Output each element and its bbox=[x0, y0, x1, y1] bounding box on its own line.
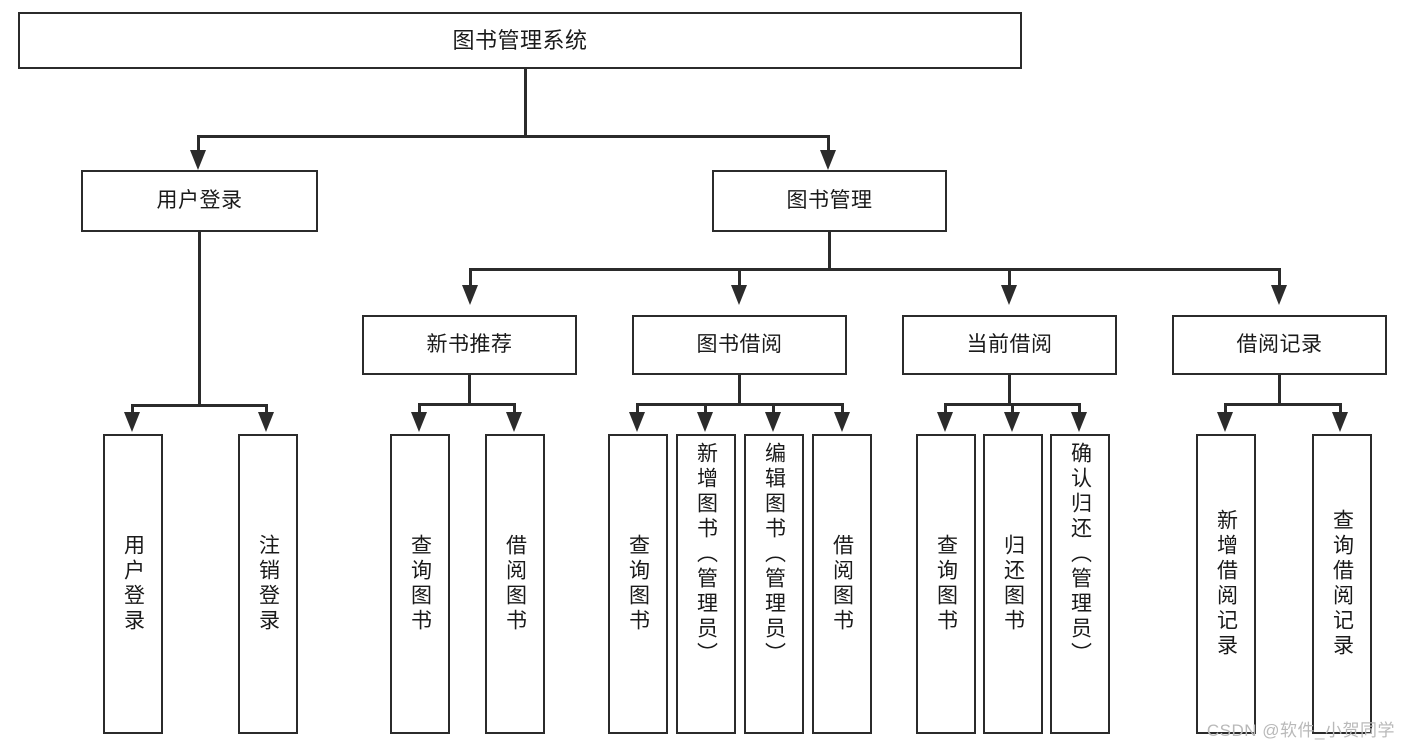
connector-book-borrow-bus bbox=[636, 403, 844, 406]
connector-drop-br-2 bbox=[1339, 403, 1342, 415]
connector-drop-book-manage bbox=[827, 135, 830, 153]
arrowhead-bb-4 bbox=[834, 412, 850, 432]
node-label: 编辑图书（管理员） bbox=[762, 442, 786, 667]
leaf-borrow-book-1[interactable]: 借阅图书 bbox=[485, 434, 545, 734]
connector-new-book-stem bbox=[468, 375, 471, 405]
arrowhead-bb-1 bbox=[629, 412, 645, 432]
node-label: 用户登录 bbox=[121, 534, 145, 634]
node-label: 确认归还（管理员） bbox=[1068, 442, 1092, 667]
leaf-add-book[interactable]: 新增图书（管理员） bbox=[676, 434, 736, 734]
connector-drop-book-borrow bbox=[738, 268, 741, 288]
node-label: 新书推荐 bbox=[426, 332, 513, 356]
connector-drop-bb-3 bbox=[772, 403, 775, 415]
node-label: 借阅记录 bbox=[1236, 332, 1323, 356]
connector-drop-br-1 bbox=[1224, 403, 1227, 415]
arrowhead-book-manage bbox=[820, 150, 836, 170]
connector-drop-cb-1 bbox=[944, 403, 947, 415]
connector-drop-bb-1 bbox=[636, 403, 639, 415]
connector-drop-new-book bbox=[469, 268, 472, 288]
connector-borrow-record-bus bbox=[1224, 403, 1341, 406]
node-label: 查询借阅记录 bbox=[1330, 509, 1354, 659]
connector-root-stem bbox=[524, 69, 527, 137]
leaf-query-book-3[interactable]: 查询图书 bbox=[916, 434, 976, 734]
connector-drop-cb-3 bbox=[1078, 403, 1081, 415]
leaf-edit-book[interactable]: 编辑图书（管理员） bbox=[744, 434, 804, 734]
connector-drop-nb-1 bbox=[418, 403, 421, 415]
connector-current-borrow-stem bbox=[1008, 375, 1011, 405]
arrowhead-br-1 bbox=[1217, 412, 1233, 432]
arrowhead-bb-3 bbox=[765, 412, 781, 432]
connector-drop-bb-2 bbox=[704, 403, 707, 415]
node-label: 新增借阅记录 bbox=[1214, 509, 1238, 659]
arrowhead-cb-3 bbox=[1071, 412, 1087, 432]
leaf-confirm-return[interactable]: 确认归还（管理员） bbox=[1050, 434, 1110, 734]
connector-drop-leaf-logout bbox=[265, 404, 268, 416]
leaf-query-record[interactable]: 查询借阅记录 bbox=[1312, 434, 1372, 734]
connector-drop-cb-2 bbox=[1011, 403, 1014, 415]
arrowhead-cb-2 bbox=[1004, 412, 1020, 432]
leaf-logout[interactable]: 注销登录 bbox=[238, 434, 298, 734]
arrowhead-current-borrow bbox=[1001, 285, 1017, 305]
node-label: 归还图书 bbox=[1001, 534, 1025, 634]
node-borrow-record[interactable]: 借阅记录 bbox=[1172, 315, 1387, 375]
arrowhead-cb-1 bbox=[937, 412, 953, 432]
connector-drop-nb-2 bbox=[513, 403, 516, 415]
node-label: 借阅图书 bbox=[830, 534, 854, 634]
node-label: 用户登录 bbox=[156, 188, 243, 212]
node-label: 注销登录 bbox=[256, 534, 280, 634]
arrowhead-bb-2 bbox=[697, 412, 713, 432]
connector-drop-bb-4 bbox=[841, 403, 844, 415]
leaf-query-book-1[interactable]: 查询图书 bbox=[390, 434, 450, 734]
node-label: 当前借阅 bbox=[966, 332, 1053, 356]
arrowhead-br-2 bbox=[1332, 412, 1348, 432]
arrowhead-book-borrow bbox=[731, 285, 747, 305]
connector-level3-bus bbox=[469, 268, 1281, 271]
connector-user-login-stem bbox=[198, 232, 201, 407]
leaf-add-record[interactable]: 新增借阅记录 bbox=[1196, 434, 1256, 734]
node-current-borrow[interactable]: 当前借阅 bbox=[902, 315, 1117, 375]
arrowhead-borrow-record bbox=[1271, 285, 1287, 305]
leaf-return-book[interactable]: 归还图书 bbox=[983, 434, 1043, 734]
leaf-user-login[interactable]: 用户登录 bbox=[103, 434, 163, 734]
arrowhead-leaf-user-login bbox=[124, 412, 140, 432]
node-label: 查询图书 bbox=[934, 534, 958, 634]
node-new-book-recommend[interactable]: 新书推荐 bbox=[362, 315, 577, 375]
connector-new-book-bus bbox=[418, 403, 516, 406]
leaf-borrow-book-2[interactable]: 借阅图书 bbox=[812, 434, 872, 734]
arrowhead-nb-1 bbox=[411, 412, 427, 432]
connector-drop-user-login bbox=[197, 135, 200, 153]
connector-book-borrow-stem bbox=[738, 375, 741, 405]
node-book-manage[interactable]: 图书管理 bbox=[712, 170, 947, 232]
node-label: 新增图书（管理员） bbox=[694, 442, 718, 667]
connector-drop-current-borrow bbox=[1008, 268, 1011, 288]
connector-book-manage-stem bbox=[828, 232, 831, 271]
watermark-text: CSDN @软件_小贺同学 bbox=[1206, 721, 1395, 740]
node-label: 图书管理 bbox=[786, 188, 873, 212]
connector-borrow-record-stem bbox=[1278, 375, 1281, 405]
connector-drop-borrow-record bbox=[1278, 268, 1281, 288]
node-book-borrow[interactable]: 图书借阅 bbox=[632, 315, 847, 375]
node-label: 借阅图书 bbox=[503, 534, 527, 634]
node-label: 查询图书 bbox=[408, 534, 432, 634]
connector-user-login-bus bbox=[131, 404, 268, 407]
connector-root-bus bbox=[197, 135, 830, 138]
arrowhead-leaf-logout bbox=[258, 412, 274, 432]
node-label: 图书借阅 bbox=[696, 332, 783, 356]
leaf-query-book-2[interactable]: 查询图书 bbox=[608, 434, 668, 734]
arrowhead-user-login bbox=[190, 150, 206, 170]
arrowhead-new-book bbox=[462, 285, 478, 305]
node-root-system[interactable]: 图书管理系统 bbox=[18, 12, 1022, 69]
arrowhead-nb-2 bbox=[506, 412, 522, 432]
node-user-login[interactable]: 用户登录 bbox=[81, 170, 318, 232]
node-label: 查询图书 bbox=[626, 534, 650, 634]
connector-drop-leaf-user-login bbox=[131, 404, 134, 416]
node-label: 图书管理系统 bbox=[452, 27, 588, 53]
